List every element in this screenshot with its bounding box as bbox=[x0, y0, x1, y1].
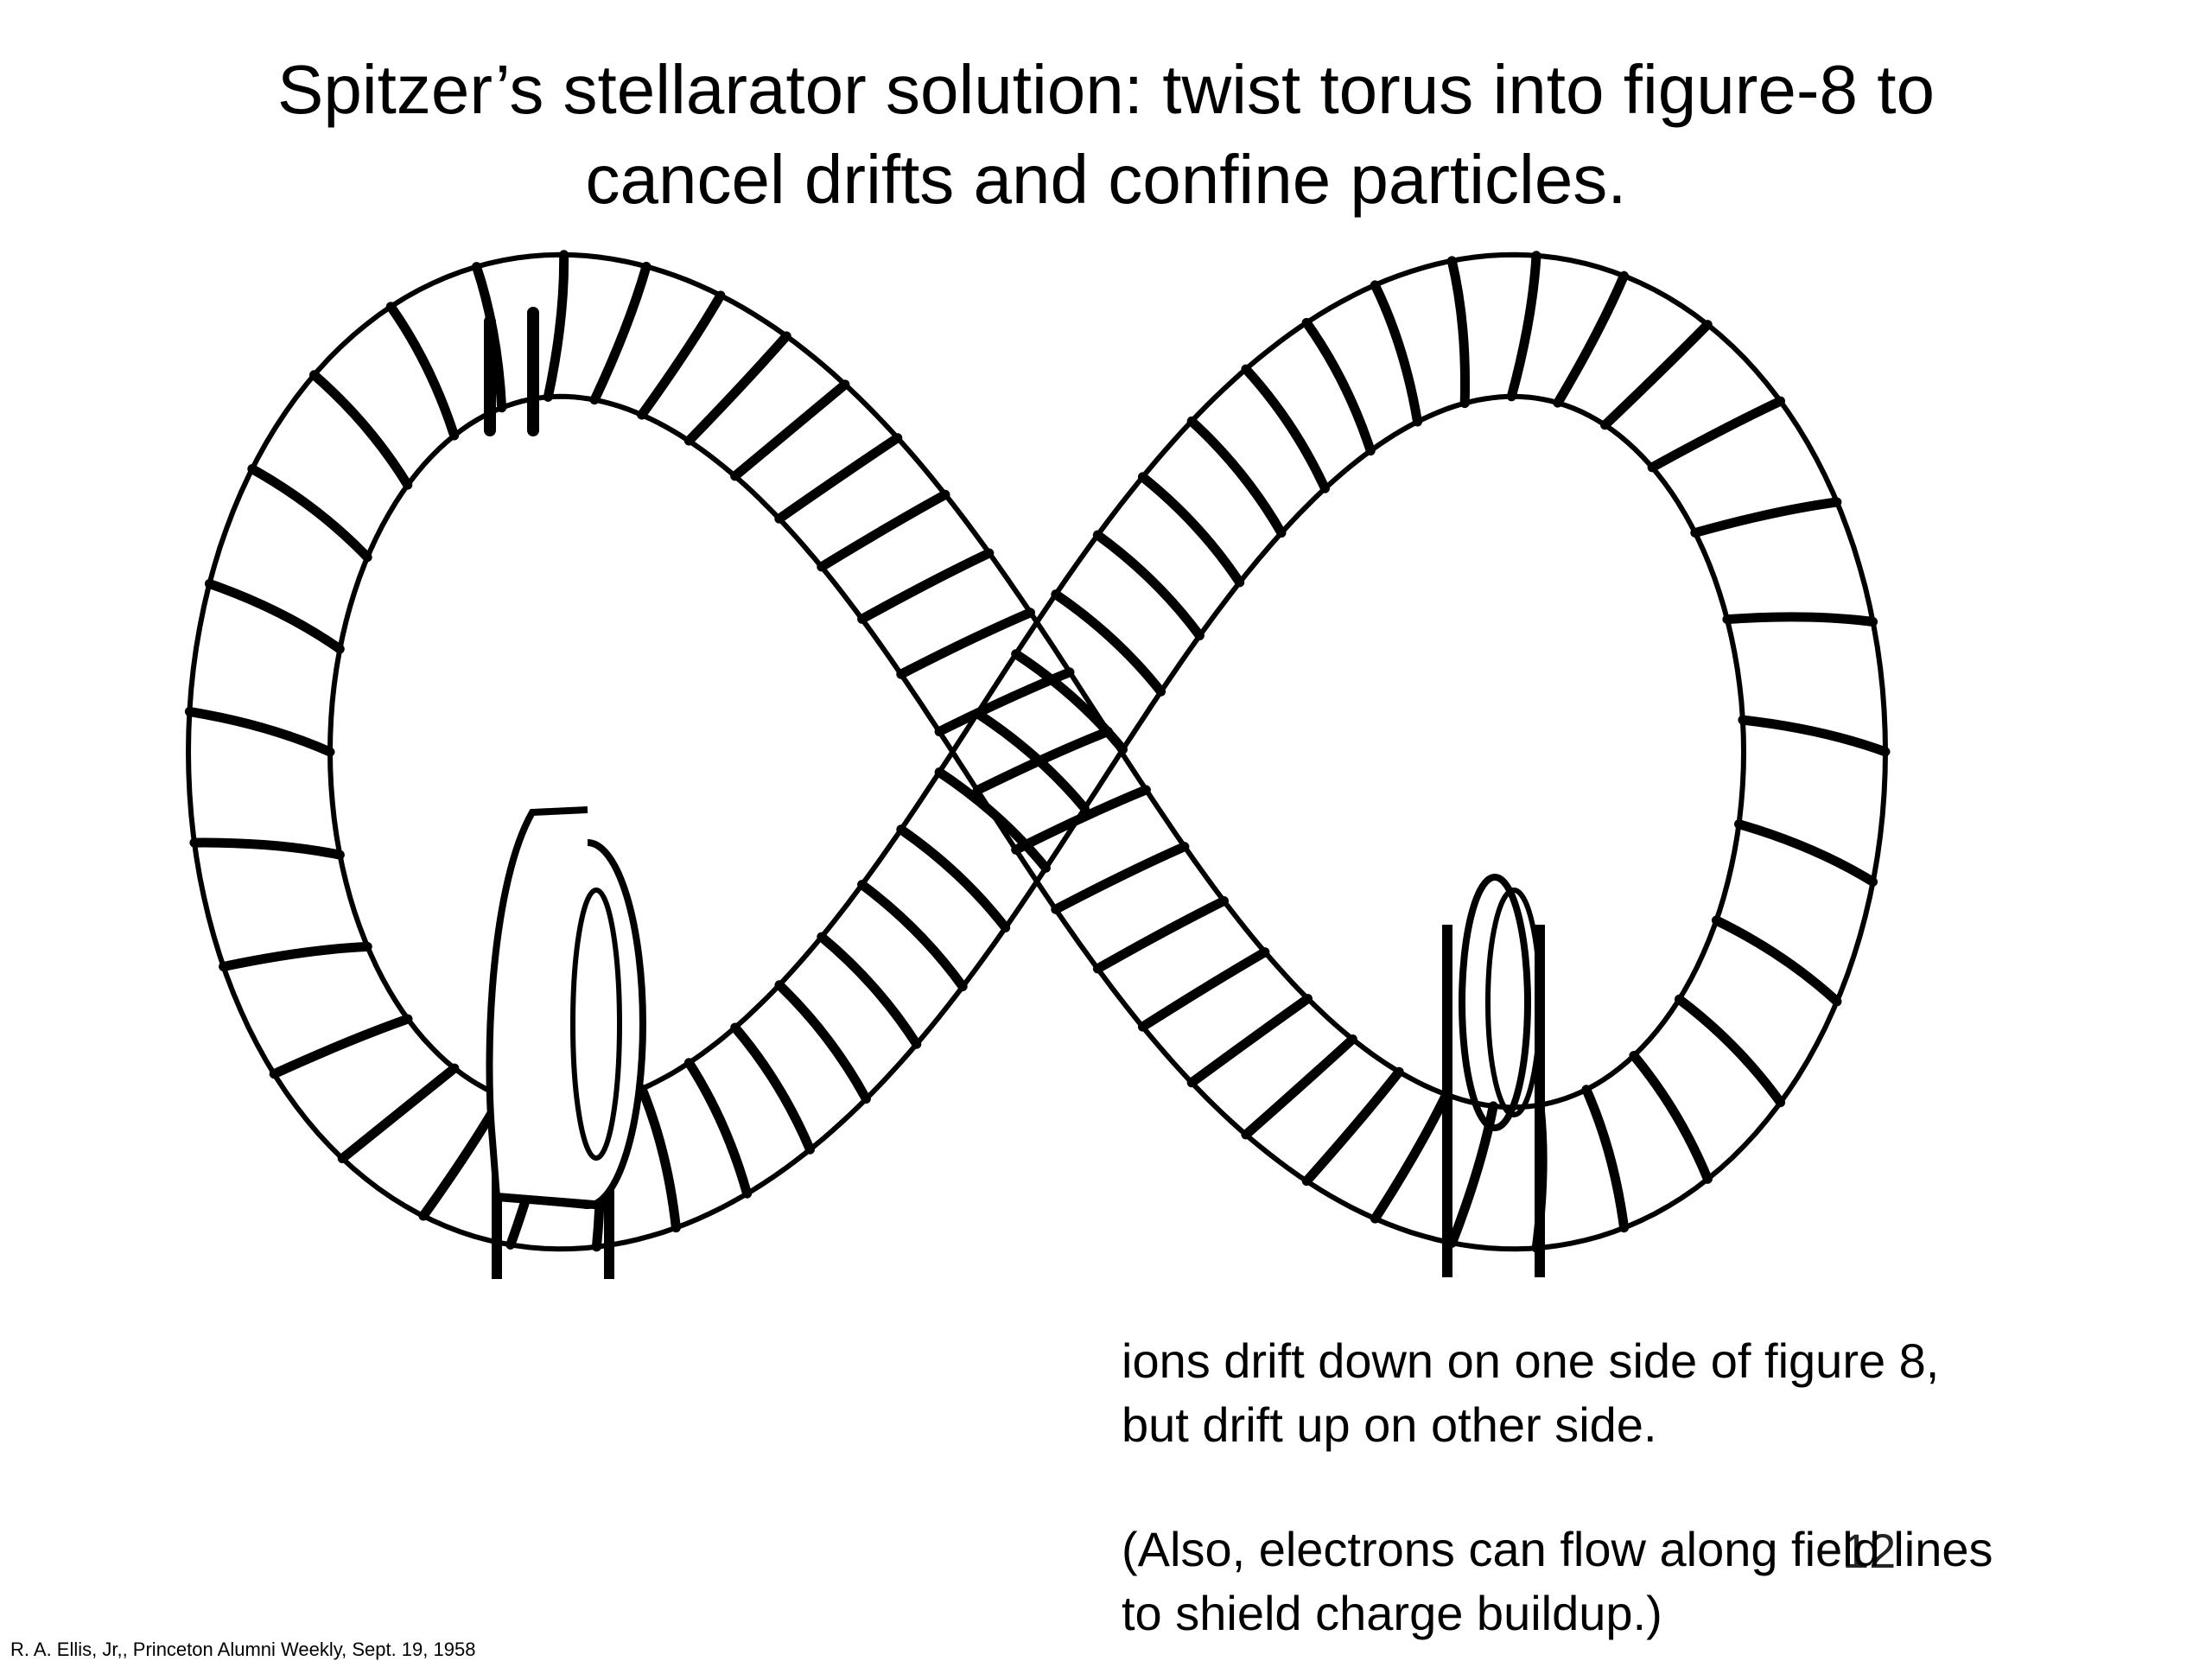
coil-winding bbox=[1690, 497, 1842, 538]
body-line-4: to shield charge buildup.) bbox=[1122, 1586, 1662, 1640]
coil-winding bbox=[857, 880, 968, 992]
coil-winding bbox=[219, 941, 372, 971]
coil-winding bbox=[1553, 270, 1629, 408]
body-line-3: (Also, electrons can flow along field li… bbox=[1122, 1522, 1993, 1576]
coil-winding bbox=[1301, 1066, 1404, 1187]
coil-winding bbox=[1241, 1034, 1357, 1140]
coil-winding bbox=[1370, 1090, 1452, 1224]
coil-winding bbox=[589, 261, 652, 405]
loop-coil bbox=[1442, 874, 1545, 1277]
coil-winding bbox=[1600, 320, 1713, 430]
coil-winding bbox=[637, 290, 726, 420]
coil-winding bbox=[189, 837, 345, 860]
collar-coil bbox=[486, 806, 646, 1279]
paragraph-gap bbox=[1122, 1457, 2176, 1518]
coil-winding bbox=[204, 578, 345, 654]
coil-winding bbox=[1137, 472, 1245, 588]
coil-winding bbox=[337, 1063, 460, 1163]
coil-winding bbox=[896, 824, 1011, 932]
coil-winding bbox=[817, 932, 922, 1049]
tube-outline bbox=[185, 251, 1889, 1252]
coil-winding bbox=[269, 1014, 413, 1079]
title-line-1: Spitzer’s stellarator solution: twist to… bbox=[277, 51, 1935, 128]
coil-winding bbox=[1734, 819, 1878, 887]
coil-winding bbox=[1647, 396, 1785, 473]
coil-winding bbox=[1674, 994, 1786, 1108]
coil-winding bbox=[1447, 1101, 1498, 1248]
coil-winding bbox=[1506, 251, 1541, 402]
slide-title: Spitzer’s stellarator solution: twist to… bbox=[104, 45, 2108, 225]
coil-winding bbox=[774, 980, 871, 1104]
citation: R. A. Ellis, Jr,, Princeton Alumni Weekl… bbox=[10, 1639, 476, 1660]
winding-coils bbox=[184, 250, 1891, 1253]
coil-winding bbox=[972, 709, 1090, 813]
coil-winding bbox=[1241, 364, 1330, 493]
slide-number: 12 bbox=[1842, 1524, 1897, 1578]
coil-winding bbox=[1051, 589, 1166, 697]
coil-winding bbox=[1629, 1051, 1713, 1184]
coil-winding bbox=[1446, 256, 1471, 409]
body-line-2: but drift up on other side. bbox=[1122, 1397, 1657, 1452]
coil-winding bbox=[1137, 947, 1270, 1032]
coil-winding bbox=[1092, 530, 1205, 640]
coil-winding bbox=[1738, 715, 1891, 757]
coil-winding bbox=[934, 667, 1075, 736]
coil-winding bbox=[184, 706, 335, 757]
explanation-text: ions drift down on one side of figure 8,… bbox=[1122, 1329, 2176, 1645]
coil-winding bbox=[385, 302, 460, 441]
coil-winding bbox=[543, 250, 569, 402]
coil-winding bbox=[1051, 842, 1190, 914]
coil-winding bbox=[1011, 785, 1151, 855]
coil-winding bbox=[972, 726, 1113, 795]
coil-winding bbox=[309, 370, 413, 490]
coil-winding bbox=[774, 433, 903, 524]
coil-winding bbox=[637, 1084, 681, 1233]
coil-winding bbox=[1186, 994, 1313, 1088]
body-line-1: ions drift down on one side of figure 8, bbox=[1122, 1333, 1940, 1388]
title-line-2: cancel drifts and confine particles. bbox=[585, 141, 1627, 218]
coil-winding bbox=[1092, 896, 1229, 974]
coil-winding bbox=[1581, 1085, 1630, 1233]
coil-winding bbox=[1301, 317, 1376, 456]
coil-winding bbox=[683, 1058, 753, 1199]
coil-winding bbox=[1186, 416, 1287, 538]
coil-winding bbox=[857, 548, 995, 624]
coil-winding bbox=[1711, 915, 1842, 1007]
coil-winding bbox=[247, 464, 372, 563]
coil-winding bbox=[730, 379, 850, 481]
coil-winding bbox=[817, 489, 950, 572]
coil-winding bbox=[1370, 280, 1422, 427]
coil-winding bbox=[896, 608, 1035, 679]
top-feed-leads bbox=[484, 307, 539, 436]
coil-winding bbox=[730, 1022, 815, 1155]
coil-winding bbox=[1722, 612, 1878, 627]
coil-winding bbox=[683, 331, 791, 446]
